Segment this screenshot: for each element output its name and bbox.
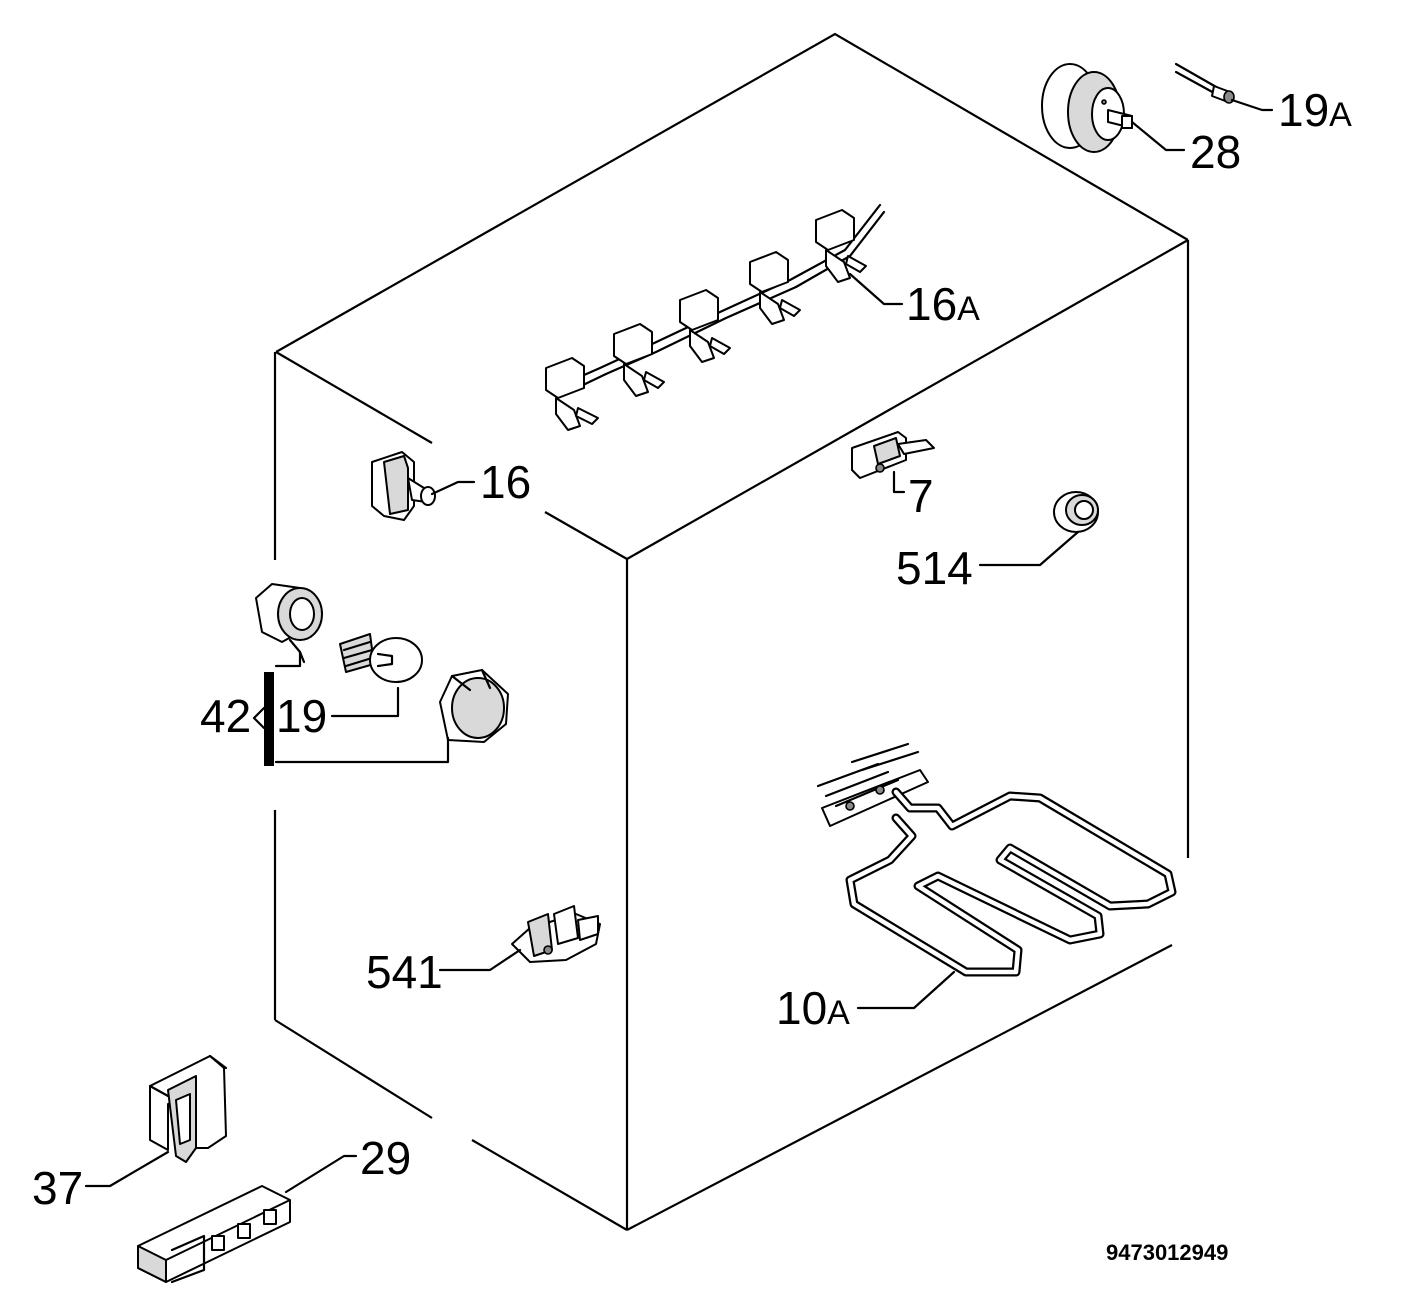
- label-514: 514: [896, 542, 973, 594]
- harness-switch-2: [613, 323, 665, 397]
- heating-element-part: [816, 742, 1177, 977]
- probe-sensor-part: [1174, 62, 1235, 104]
- microswitch-part: [851, 431, 935, 479]
- harness-switch-4: [749, 251, 801, 325]
- terminal-block-part: [511, 905, 601, 963]
- label-28: 28: [1190, 126, 1241, 178]
- thermostat-dial-part: [1041, 63, 1133, 153]
- label-10a: 10A: [776, 982, 850, 1034]
- label-16a: 16A: [906, 278, 980, 330]
- lamp-holder-part: [255, 583, 323, 664]
- harness-switch-1: [545, 357, 599, 431]
- switch-harness-part: [545, 203, 886, 431]
- label-16: 16: [480, 456, 531, 508]
- label-541: 541: [366, 946, 443, 998]
- lamp-bulb-part: [339, 633, 423, 683]
- pushbutton-switch-part: [371, 451, 436, 521]
- part-labels: 19A 28 16A 16 7 514 42 19 541 10A 37 29: [32, 84, 1352, 1214]
- bracket-clip-part: [148, 1054, 228, 1163]
- label-19: 19: [276, 690, 327, 742]
- leader-lines: [84, 98, 1274, 1194]
- label-29: 29: [360, 1132, 411, 1184]
- harness-switch-5: [815, 209, 867, 283]
- label-42: 42: [200, 690, 251, 742]
- label-37: 37: [32, 1162, 83, 1214]
- cabinet-outline: [273, 32, 1190, 1231]
- label-19a: 19A: [1278, 84, 1352, 136]
- label-7: 7: [908, 470, 934, 522]
- grommet-part: [1053, 491, 1099, 533]
- lamp-group-bracket: [252, 650, 450, 766]
- lamp-cover-part: [439, 668, 509, 743]
- document-code: 9473012949: [1106, 1240, 1228, 1265]
- harness-switch-3: [679, 289, 731, 363]
- ignition-unit-part: [137, 1185, 291, 1284]
